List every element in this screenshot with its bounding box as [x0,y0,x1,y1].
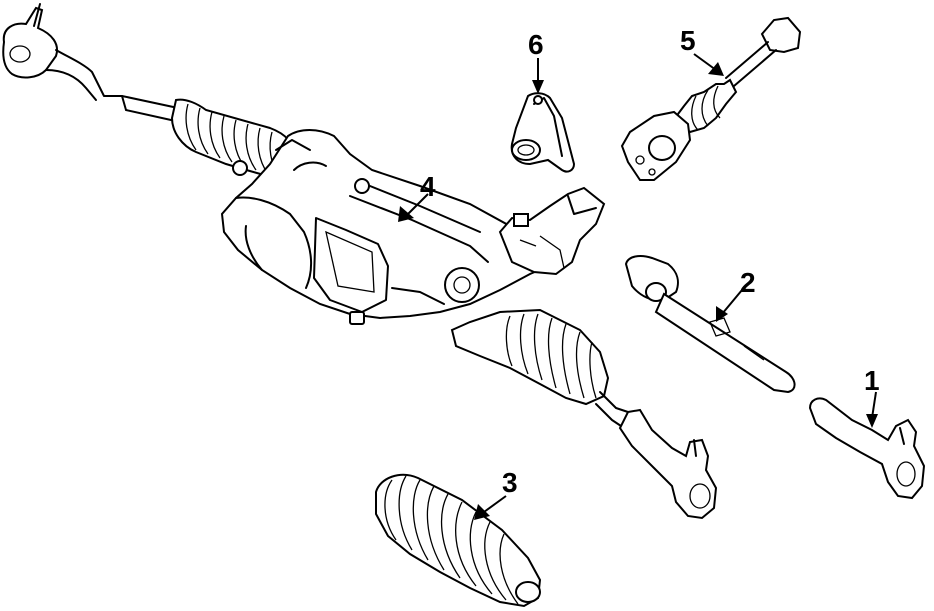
part-1-tie-rod-end [808,397,926,500]
part-2-tie-rod [624,255,796,394]
callout-4-label: 4 [420,171,436,202]
part-6-mount [510,92,576,173]
rack-right-tie-rod-end [618,408,718,520]
part-3-boot [375,473,542,608]
callout-5-label: 5 [680,25,696,56]
callout-6-label: 6 [528,29,544,60]
callout-arrows [398,53,878,520]
rack-left-tie-rod-end [2,3,127,111]
callout-2-label: 2 [740,267,756,298]
rack-right-boot [450,308,610,406]
steering-rack-assembly [2,3,718,520]
rack-pinion-fitting [498,186,606,276]
callout-1-label: 1 [864,365,880,396]
part-5-inner-tie-rod [620,16,802,181]
rack-housing [220,129,572,325]
callout-3-label: 3 [502,467,518,498]
